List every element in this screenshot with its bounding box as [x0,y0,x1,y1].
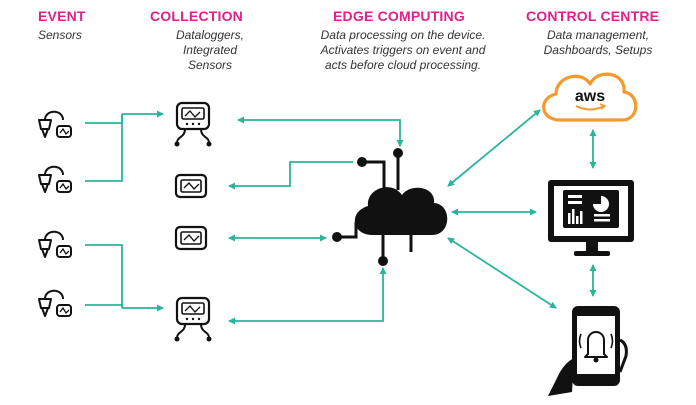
aws-logo-text: aws [575,88,605,105]
sensor-to-logger-connectors [85,110,164,312]
dashboard-monitor-icon [548,180,634,256]
collection-subtitle-line-3: Sensors [187,58,233,72]
sensor-icon-3 [38,230,72,258]
integrated-sensor-icon-1 [174,173,208,199]
event-column-title: EVENT [38,8,86,24]
edge-subtitle-line-2: Activates triggers on event and [320,43,486,57]
control-column-title: CONTROL CENTRE [526,8,660,24]
collection-subtitle-line-1: Dataloggers, [175,28,245,42]
control-column-subtitle: Data management, Dashboards, Setups [528,28,668,58]
sensor-icon-2 [38,165,72,193]
sensor-icon-4 [38,289,72,317]
edge-to-control-connectors [447,109,597,309]
sensor-icon-1 [38,110,72,138]
edge-column-title: EDGE COMPUTING [333,8,465,24]
collection-subtitle-line-2: Integrated [182,43,238,57]
edge-cloud-icon [332,148,448,266]
datalogger-icon-2 [173,296,213,343]
collection-column-subtitle: Dataloggers, Integrated Sensors [150,28,270,73]
aws-logo: aws [542,72,638,122]
event-column-subtitle: Sensors [38,28,83,42]
control-subtitle-line-2: Dashboards, Setups [543,43,653,57]
edge-column-subtitle: Data processing on the device. Activates… [298,28,508,73]
integrated-sensor-icon-2 [174,225,208,251]
edge-subtitle-line-1: Data processing on the device. [320,28,486,42]
collection-column-title: COLLECTION [150,8,243,24]
datalogger-icon-1 [173,101,213,148]
control-subtitle-line-1: Data management, [546,28,650,42]
edge-subtitle-line-3: acts before cloud processing. [324,58,482,72]
smartphone-alert-icon [548,306,628,396]
logger-to-edge-connectors [228,116,404,325]
